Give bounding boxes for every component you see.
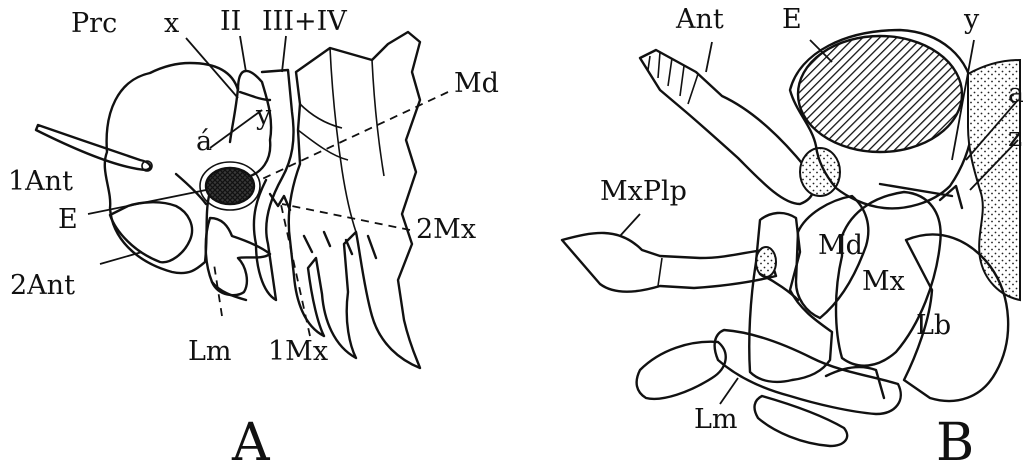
labrum-b <box>715 330 901 414</box>
second-antenna <box>110 202 192 262</box>
label-ant-b: Ant <box>675 4 724 35</box>
panel-a-drawing <box>36 32 420 368</box>
panel-letter-b: B <box>936 413 974 468</box>
panel-b-drawing <box>562 30 1020 446</box>
compound-eye-a <box>206 168 254 204</box>
label-y-b: y <box>963 4 980 35</box>
label-e-a: E <box>58 204 78 235</box>
first-antenna <box>36 125 150 170</box>
label-prc: Prc <box>71 8 117 39</box>
label-z-b: z <box>1008 122 1022 153</box>
label-x: x <box>164 8 179 39</box>
label-e-b: E <box>782 4 802 35</box>
label-lb: Lb <box>916 310 951 341</box>
label-md-b: Md <box>818 230 863 261</box>
paraglossa <box>755 396 848 446</box>
antenna-socket-b <box>800 148 840 196</box>
label-iii-iv: III+IV <box>262 6 347 37</box>
label-2ant: 2Ant <box>10 270 75 301</box>
label-md-a: Md <box>454 68 499 99</box>
label-a-prime: á <box>196 126 212 157</box>
maxillary-lobes <box>289 32 420 368</box>
panel-letter-a: A <box>231 413 271 468</box>
label-lm-b: Lm <box>694 404 738 435</box>
label-1mx: 1Mx <box>268 336 328 367</box>
labrum-a <box>206 218 270 295</box>
label-ii: II <box>220 6 241 37</box>
label-y-a: y <box>255 100 272 131</box>
label-lm-a: Lm <box>188 336 232 367</box>
label-mx-b: Mx <box>862 266 905 297</box>
maxillary-palp <box>562 233 776 292</box>
lower-labial-lobe <box>637 342 726 399</box>
label-2mx: 2Mx <box>416 214 476 245</box>
label-1ant: 1Ant <box>8 166 73 197</box>
label-mxplp: MxPlp <box>600 176 687 207</box>
label-a-b: a <box>1008 78 1023 109</box>
panel-a-labels: Prc x II III+IV Md á y 1Ant E 2Mx 2Ant … <box>8 6 499 468</box>
